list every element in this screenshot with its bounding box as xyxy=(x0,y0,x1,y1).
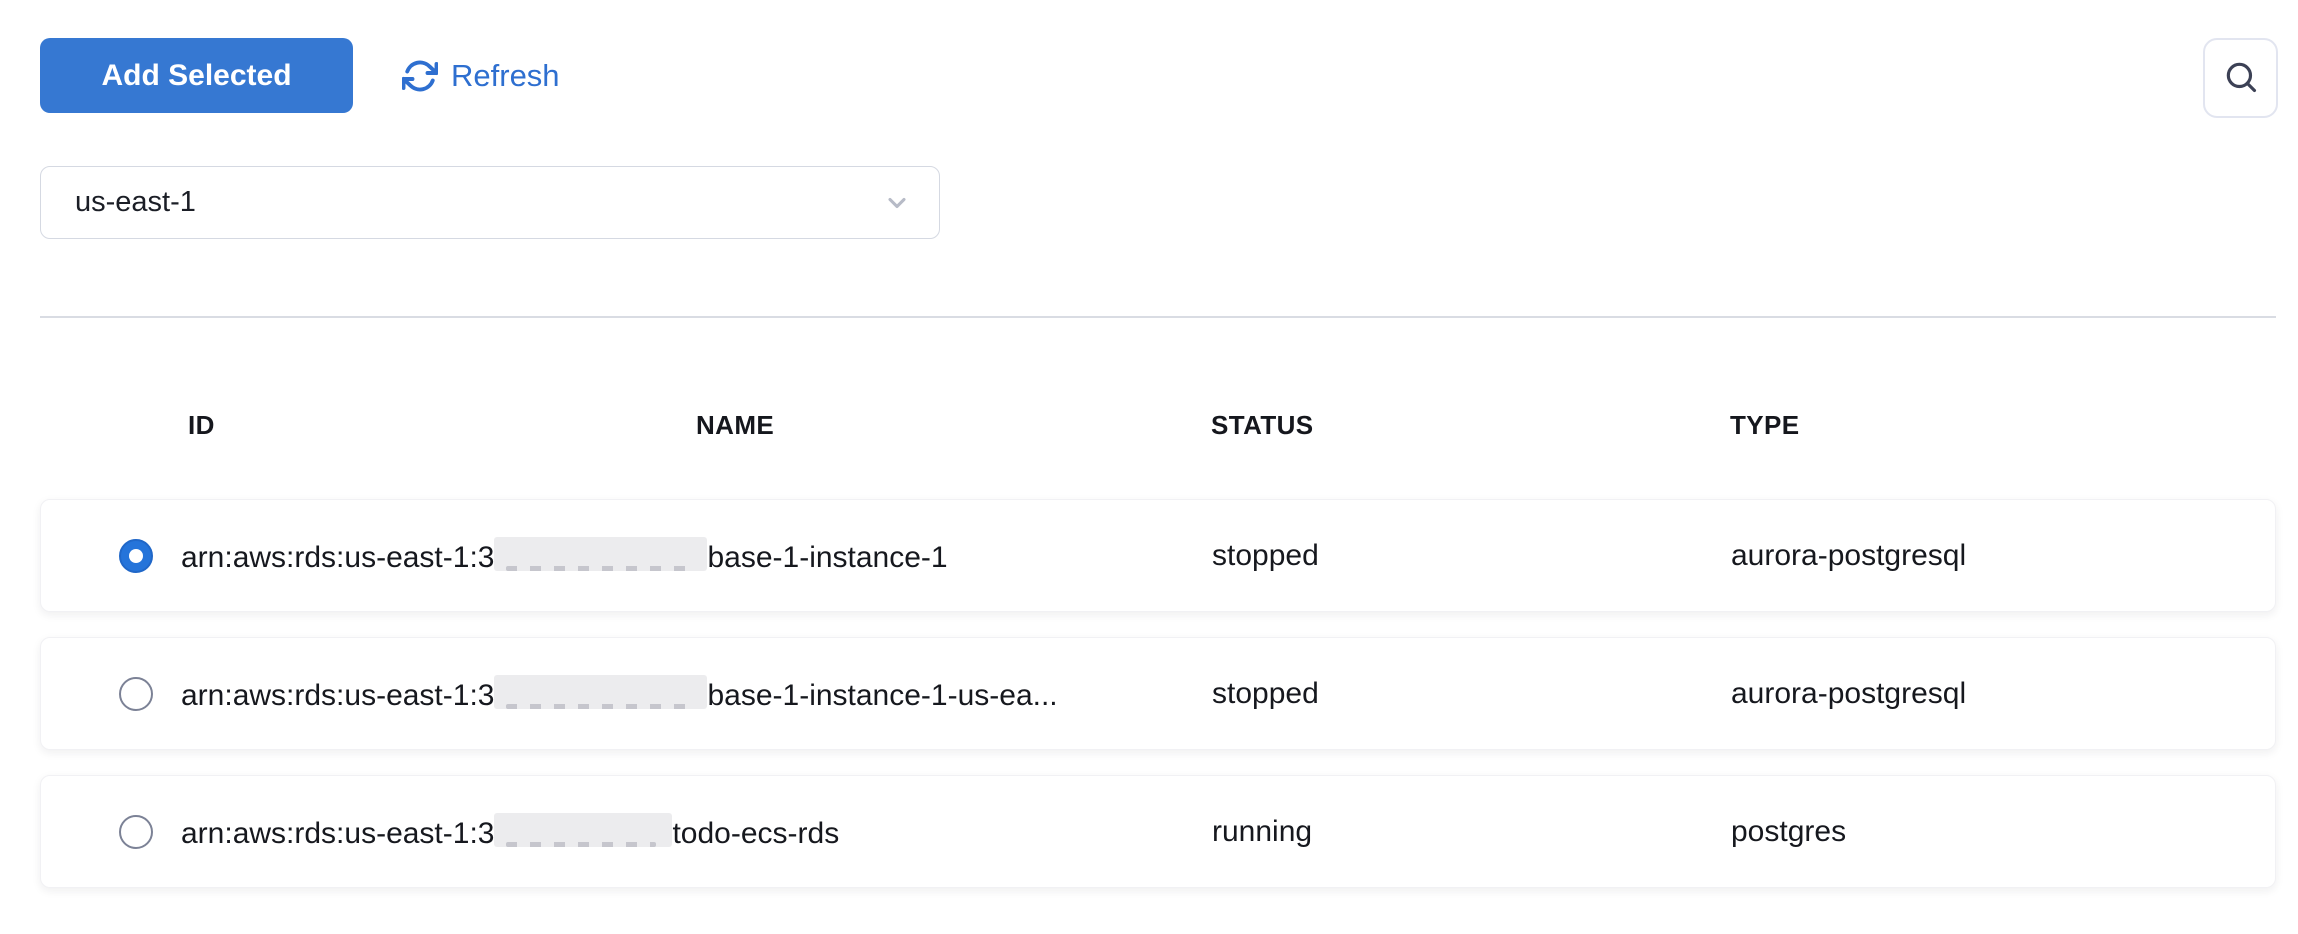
search-button[interactable] xyxy=(2203,38,2278,118)
column-header-name: NAME xyxy=(696,410,775,440)
row-radio[interactable] xyxy=(119,676,153,711)
instance-type: aurora-postgresql xyxy=(1731,676,1967,710)
table-header: ID NAME STATUS TYPE xyxy=(40,410,2276,446)
section-divider xyxy=(40,316,2276,318)
refresh-button[interactable]: Refresh xyxy=(402,54,560,98)
refresh-label: Refresh xyxy=(451,58,560,93)
region-dropdown[interactable]: us-east-1 xyxy=(40,166,940,239)
instance-type: aurora-postgresql xyxy=(1731,538,1967,572)
column-header-status: STATUS xyxy=(1211,410,1314,440)
instance-type: postgres xyxy=(1731,814,1847,848)
redacted-text-block xyxy=(494,674,708,709)
redacted-text-block xyxy=(494,536,708,571)
redacted-text-block xyxy=(494,812,673,847)
search-icon xyxy=(2222,58,2260,99)
instance-status: stopped xyxy=(1212,676,1319,710)
column-header-id: ID xyxy=(188,410,215,440)
column-header-type: TYPE xyxy=(1730,410,1800,440)
chevron-down-icon xyxy=(883,189,911,217)
row-radio[interactable] xyxy=(119,814,153,849)
instance-status: running xyxy=(1212,814,1313,848)
region-dropdown-value: us-east-1 xyxy=(75,186,196,218)
refresh-icon xyxy=(402,58,438,94)
row-radio-selected[interactable] xyxy=(119,538,153,573)
instance-status: stopped xyxy=(1212,538,1319,572)
add-selected-button[interactable]: Add Selected xyxy=(40,38,353,113)
